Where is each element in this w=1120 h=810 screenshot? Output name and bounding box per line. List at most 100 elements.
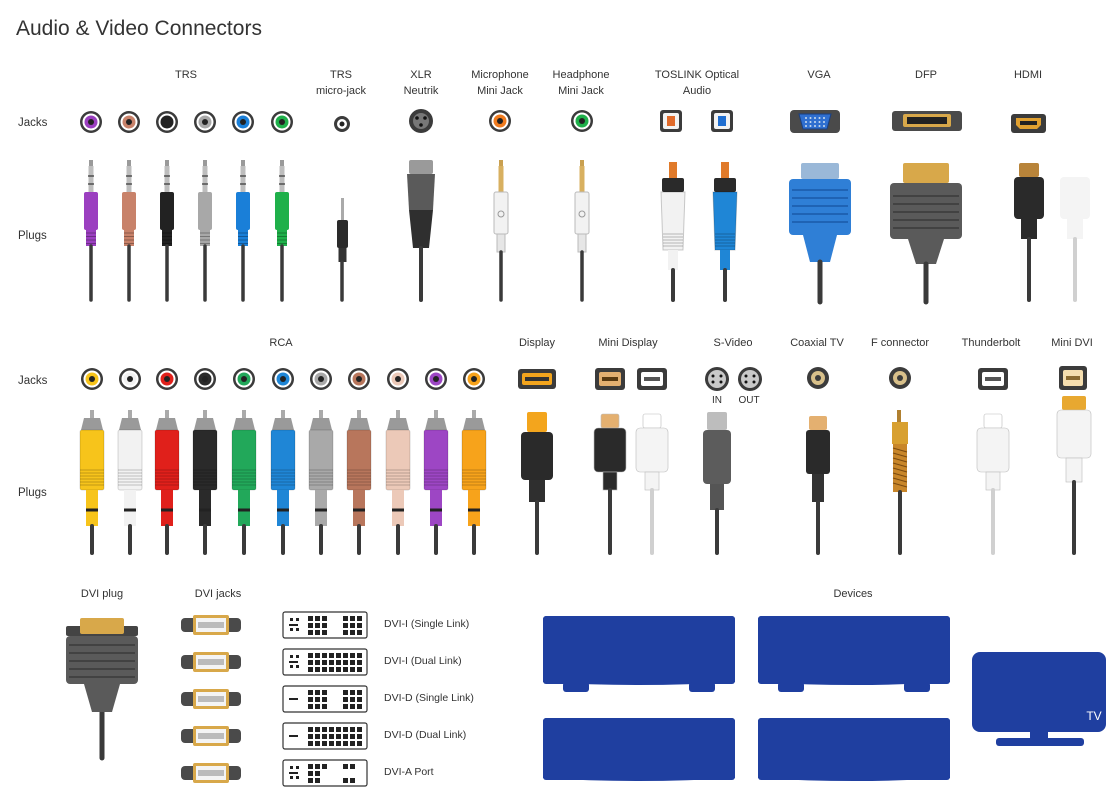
plug-groove: [892, 477, 908, 483]
pinout-pin: [308, 653, 313, 658]
plug-body: [275, 192, 289, 230]
plug-tip: [897, 410, 901, 422]
pinout-pin: [322, 697, 327, 702]
plug-shell: [81, 418, 103, 430]
label-toslink-line: TOSLINK Optical: [654, 69, 740, 81]
label-minidvi: Mini DVI: [1051, 337, 1093, 349]
jack-pin: [419, 123, 423, 127]
plug-body: [231, 429, 257, 491]
pinout-pin: [357, 667, 362, 672]
plug-grip: [529, 480, 545, 502]
pinout-pin: [315, 653, 320, 658]
device-box: [543, 616, 735, 692]
pinout-pin: [308, 660, 313, 665]
plug-tip: [669, 162, 677, 178]
trs-jack: [156, 111, 178, 133]
jack-hole: [897, 375, 903, 381]
device-box: [758, 616, 950, 692]
pinout-pin: [350, 616, 355, 621]
jack-hole: [279, 119, 285, 125]
pinout-pin: [315, 630, 320, 635]
pinout-bar: [289, 661, 298, 663]
plug-boot: [84, 684, 120, 712]
jack-pin: [719, 374, 723, 378]
toslink-jack: [711, 110, 733, 132]
plug-tip: [89, 160, 93, 166]
plug-grip: [1065, 457, 1083, 483]
label-vga: VGA: [807, 69, 831, 81]
label-dvi-type: DVI-D (Single Link): [384, 692, 474, 704]
pinout-pin: [308, 778, 313, 783]
pinout-pin: [322, 667, 327, 672]
jack-hole: [240, 119, 246, 125]
pinout-pin: [296, 628, 299, 631]
rca-jack: [425, 368, 447, 390]
f-plug: [892, 410, 908, 492]
toslink-plug: [660, 162, 686, 270]
pinout-pin: [296, 766, 299, 769]
plug-body: [703, 430, 731, 484]
plug-body: [270, 429, 296, 491]
trs-jack: [194, 111, 216, 133]
toslink-jack: [660, 110, 682, 132]
jack-pin: [711, 380, 715, 384]
rca-jack: [310, 368, 332, 390]
plug-grip: [710, 484, 724, 510]
rca-jack: [272, 368, 294, 390]
plug-grip: [162, 230, 172, 246]
rca-plug: [423, 410, 449, 526]
pinout-pin: [315, 616, 320, 621]
plug-body: [192, 429, 218, 491]
plug-body: [160, 192, 174, 230]
plug-grip: [161, 490, 173, 526]
rca-jack: [194, 368, 216, 390]
plug-tip: [90, 410, 94, 418]
dvi-jack: [181, 689, 241, 709]
plug-body: [337, 220, 348, 248]
rca-plug: [117, 410, 143, 526]
pinout-pin: [315, 697, 320, 702]
label-mic-line: Mini Jack: [477, 85, 523, 97]
dvi-jack: [181, 652, 241, 672]
pinout-pin: [350, 778, 355, 783]
plug-tip: [396, 410, 400, 418]
rca-plug: [231, 410, 257, 526]
plug-head: [809, 416, 827, 430]
trs-micro-jack: [334, 116, 350, 132]
pinout-pin: [357, 630, 362, 635]
label-dfp: DFP: [915, 69, 937, 81]
plug-groove: [892, 452, 908, 458]
plug-body: [423, 429, 449, 491]
pinout-pin: [315, 778, 320, 783]
plug-head: [80, 618, 124, 634]
plug-body: [712, 191, 738, 251]
pinout-pin: [322, 704, 327, 709]
label-head-line: Mini Jack: [558, 85, 604, 97]
plug-tip: [472, 410, 476, 418]
rca-plug: [79, 410, 105, 526]
plug-body: [236, 192, 250, 230]
plug-tip: [127, 160, 131, 166]
plug-grip: [1021, 219, 1037, 239]
plug-head: [801, 163, 839, 179]
pinout-pin: [343, 778, 348, 783]
rca-jack: [156, 368, 178, 390]
jack-slot: [907, 117, 947, 124]
hdmi-jack: [1011, 114, 1046, 133]
plug-shaft: [88, 166, 94, 192]
device-foot: [689, 682, 715, 692]
jack-pin: [805, 117, 807, 119]
dfp-jack: [892, 111, 962, 131]
plug-tip: [357, 410, 361, 418]
label-toslink-line: Audio: [682, 85, 712, 97]
plug-shaft: [579, 166, 585, 192]
jack-slot: [1066, 376, 1080, 380]
pinout-pin: [296, 618, 299, 621]
plug-boot: [803, 235, 837, 262]
dfp-plug: [890, 163, 962, 264]
jack-hole: [126, 119, 132, 125]
label-dvi-jacks: DVI jacks: [194, 588, 242, 600]
plug-tip: [319, 410, 323, 418]
pinout-pin: [357, 616, 362, 621]
pinout-pin: [322, 616, 327, 621]
